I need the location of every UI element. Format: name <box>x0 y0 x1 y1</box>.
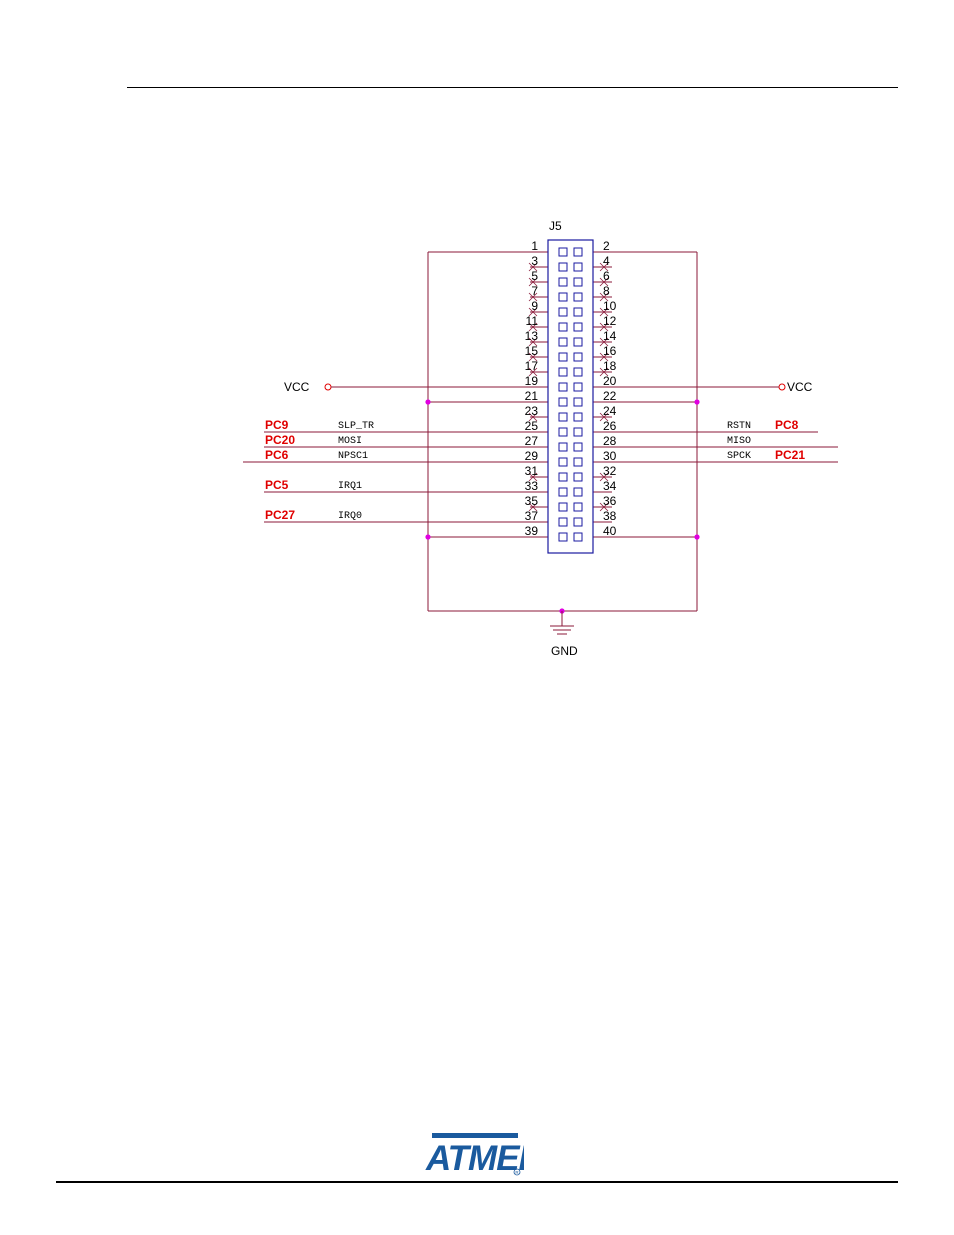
pin-number-left: 9 <box>531 299 538 313</box>
vcc-left-terminal <box>325 384 331 390</box>
junction-dot <box>425 534 430 539</box>
pin-number-left: 37 <box>525 509 539 523</box>
pin-number-right: 40 <box>603 524 617 538</box>
junction-dot <box>425 399 430 404</box>
junction-dot <box>694 534 699 539</box>
port-label-pc27: PC27 <box>265 508 295 522</box>
port-label-pc8: PC8 <box>775 418 799 432</box>
signal-label-irq1: IRQ1 <box>338 481 362 492</box>
junction-dot <box>694 399 699 404</box>
pin-number-right: 26 <box>603 419 617 433</box>
pin-number-left: 29 <box>525 449 539 463</box>
signal-label-miso: MISO <box>727 436 751 447</box>
pin-number-left: 33 <box>525 479 539 493</box>
port-label-pc6: PC6 <box>265 448 289 462</box>
footer-rule <box>56 1181 898 1183</box>
pin-number-right: 18 <box>603 359 617 373</box>
pin-number-left: 13 <box>525 329 539 343</box>
port-label-pc20: PC20 <box>265 433 295 447</box>
vcc-right-label: VCC <box>787 380 813 394</box>
pin-number-right: 2 <box>603 239 610 253</box>
signal-label-rstn: RSTN <box>727 421 751 432</box>
pin-number-right: 36 <box>603 494 617 508</box>
pin-number-right: 28 <box>603 434 617 448</box>
pin-number-right: 22 <box>603 389 617 403</box>
pin-number-right: 38 <box>603 509 617 523</box>
pin-number-left: 21 <box>525 389 539 403</box>
pin-number-left: 5 <box>531 269 538 283</box>
signal-label-slp_tr: SLP_TR <box>338 421 374 432</box>
signal-label-npsc1: NPSC1 <box>338 451 368 462</box>
pin-number-left: 11 <box>526 314 539 328</box>
connector-body <box>548 240 593 553</box>
logo-text: ATMEL <box>425 1139 524 1176</box>
pin-number-right: 14 <box>603 329 617 343</box>
pin-number-right: 12 <box>603 314 617 328</box>
signal-label-mosi: MOSI <box>338 436 362 447</box>
port-label-pc9: PC9 <box>265 418 289 432</box>
pin-number-right: 8 <box>603 284 610 298</box>
pin-number-left: 17 <box>525 359 539 373</box>
pin-number-right: 34 <box>603 479 617 493</box>
atmel-logo: ATMEL R <box>424 1132 524 1176</box>
pin-number-left: 31 <box>525 464 539 478</box>
port-label-pc5: PC5 <box>265 478 289 492</box>
pin-number-left: 27 <box>525 434 539 448</box>
pin-number-right: 4 <box>603 254 610 268</box>
port-label-pc21: PC21 <box>775 448 805 462</box>
pin-number-left: 35 <box>525 494 539 508</box>
pin-number-right: 6 <box>603 269 610 283</box>
pin-number-right: 20 <box>603 374 617 388</box>
pin-number-left: 39 <box>525 524 539 538</box>
pin-number-left: 7 <box>531 284 538 298</box>
connector-ref-label: J5 <box>549 219 562 233</box>
pin-number-left: 25 <box>525 419 539 433</box>
pin-number-left: 23 <box>525 404 539 418</box>
vcc-right-terminal <box>779 384 785 390</box>
gnd-label: GND <box>551 644 578 658</box>
pin-number-right: 30 <box>603 449 617 463</box>
signal-label-spck: SPCK <box>727 451 751 462</box>
pin-number-right: 24 <box>603 404 617 418</box>
pin-number-right: 16 <box>603 344 617 358</box>
signal-label-irq0: IRQ0 <box>338 511 362 522</box>
pin-number-left: 15 <box>525 344 539 358</box>
pin-number-left: 1 <box>531 239 538 253</box>
pin-number-right: 32 <box>603 464 617 478</box>
pin-number-left: 3 <box>531 254 538 268</box>
pin-number-right: 10 <box>603 299 617 313</box>
vcc-left-label: VCC <box>284 380 310 394</box>
pin-number-left: 19 <box>525 374 539 388</box>
